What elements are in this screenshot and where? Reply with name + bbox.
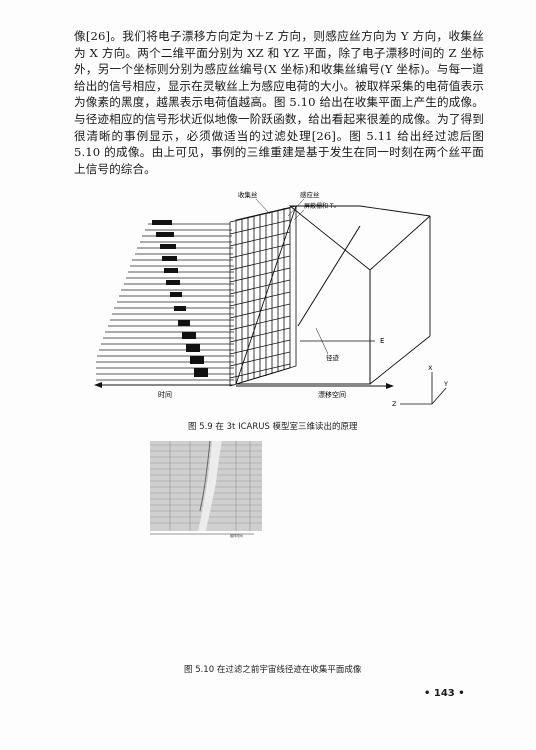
figure-5-9-caption: 图 5.9 在 3t ICARUS 模型室三维读出的原理: [188, 422, 358, 432]
body-paragraph: 像[26]。我们将电子漂移方向定为＋Z 方向，则感应丝方向为 Y 方向，收集丝为…: [74, 29, 484, 176]
cosmic-track-edge: [199, 441, 211, 512]
figure-5-10-caption: 图 5.10 在过滤之前宇宙线径迹在收集平面成像: [184, 665, 362, 675]
axis-y-label: Y: [443, 380, 448, 388]
label-induction-wire: 感应丝: [300, 190, 320, 199]
wire-planes: [229, 205, 297, 387]
cosmic-track-light: [198, 441, 222, 531]
label-time: 时间: [158, 390, 172, 399]
axes-triad: [400, 372, 447, 405]
figure-5-9-diagram: 时间 E 漂移空间 收集丝 感应丝: [94, 190, 448, 408]
axis-z-label: Z: [392, 400, 397, 408]
drift-arrow-icon: [386, 383, 394, 389]
label-screen-grid: 屏蔽栅和 T₀: [304, 202, 337, 210]
label-e-field: E: [380, 337, 384, 345]
drift-volume-box: [235, 205, 431, 385]
signal-pulses: [152, 220, 208, 377]
label-drift-space: 漂移空间: [318, 390, 346, 399]
particle-track: [297, 225, 361, 327]
vertical-streaks: [169, 441, 251, 531]
label-track: 径迹: [326, 353, 340, 362]
scale-label: 取样时间: [230, 533, 243, 538]
time-arrow-icon: [94, 382, 102, 388]
label-collection-wire: 收集丝: [238, 190, 258, 199]
page-number: • 143 •: [424, 688, 465, 699]
figure-5-10-image: 取样时间: [150, 441, 262, 538]
axis-x-label: X: [428, 364, 433, 372]
